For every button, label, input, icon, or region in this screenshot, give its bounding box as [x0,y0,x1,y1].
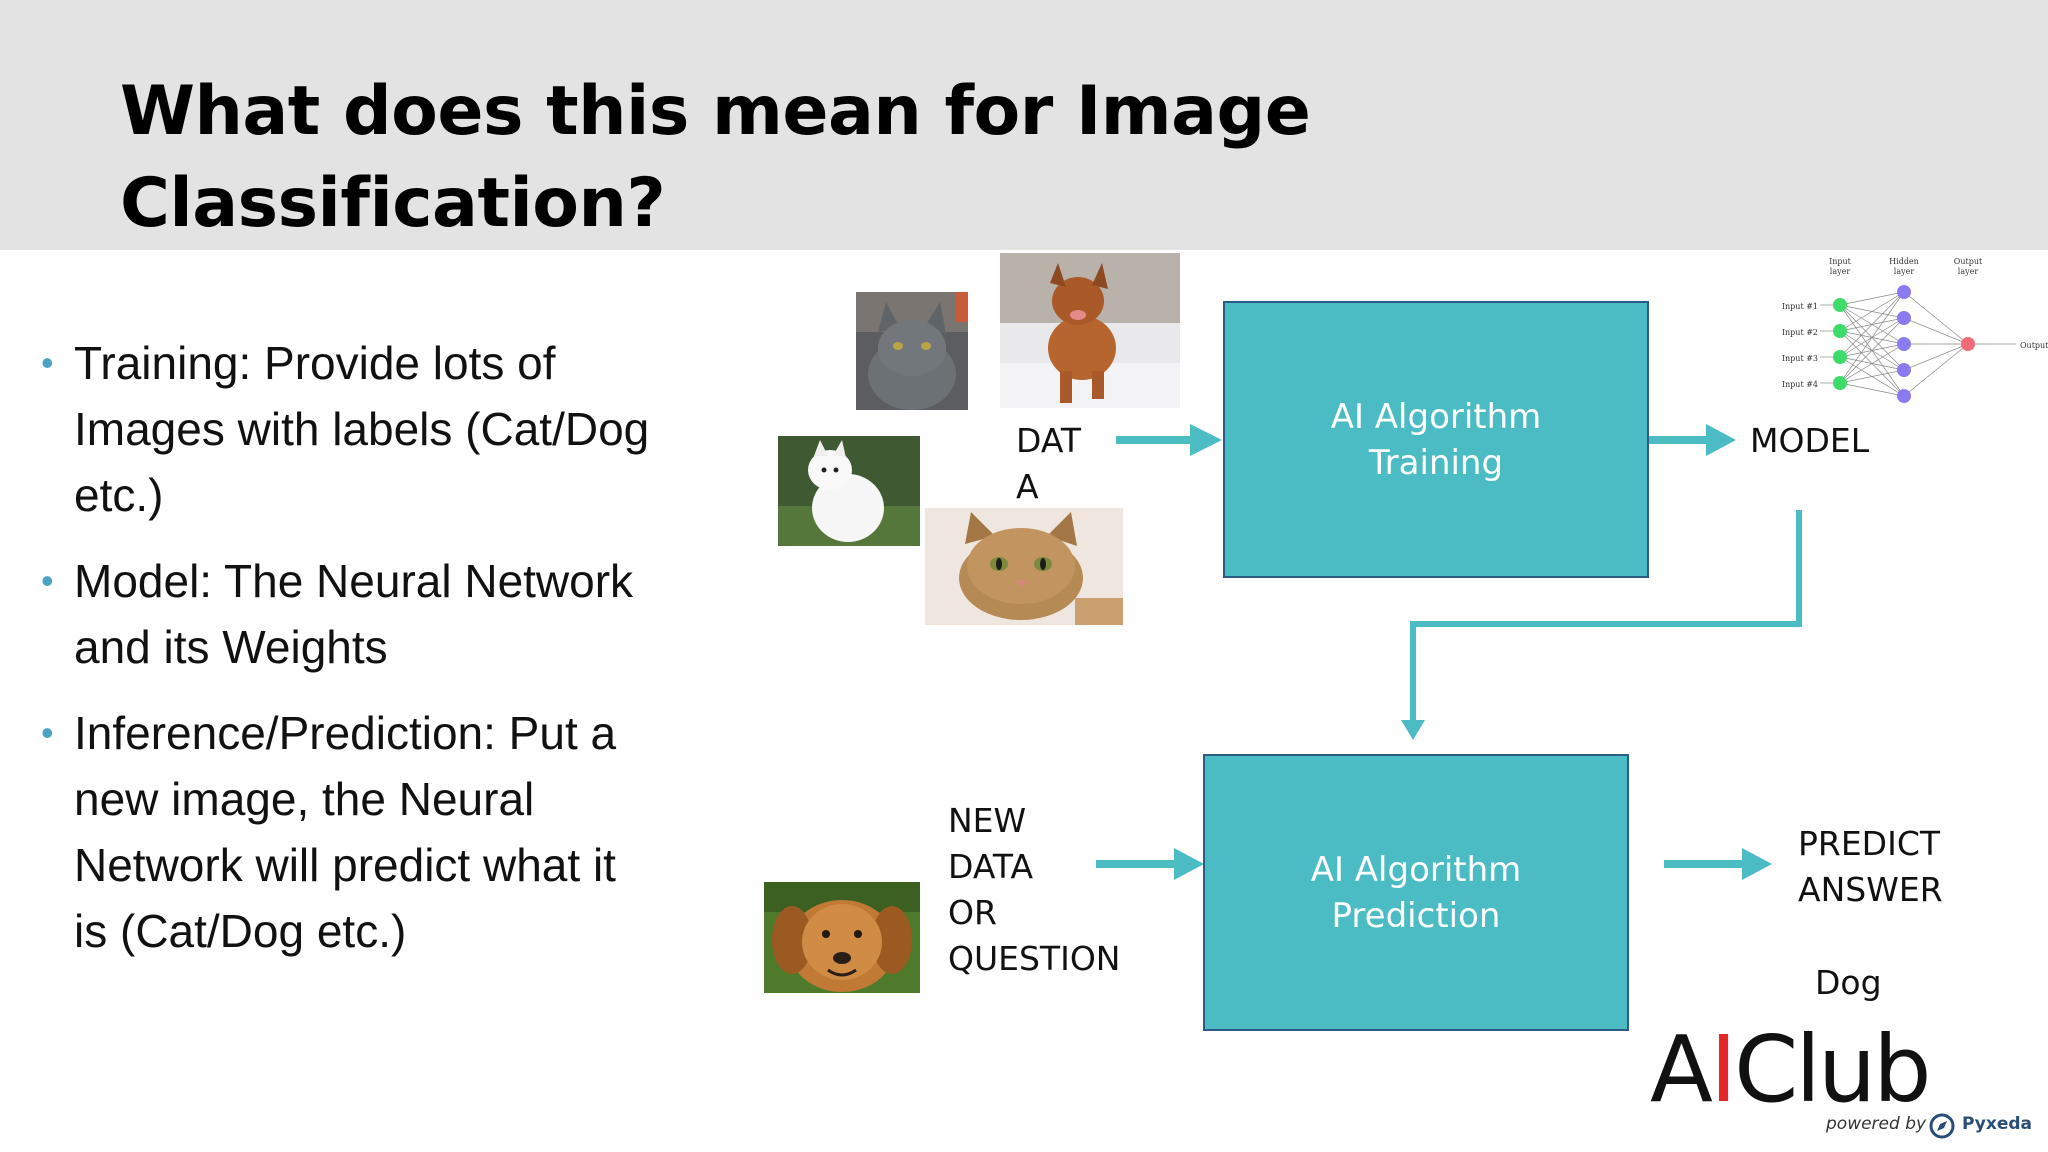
bullet-text: Inference/Prediction: Put a new image, t… [74,707,617,957]
new-data-line: OR [948,893,997,932]
bullet-model: • Model: The Neural Network and its Weigh… [36,548,656,680]
nn-input-node [1833,298,1847,312]
bullet-dot-icon: • [41,560,54,601]
bullet-dot-icon: • [41,342,54,383]
nn-hidden-node [1897,389,1911,403]
data-label-line: A [1016,467,1039,506]
new-data-label: NEW DATA OR QUESTION [948,798,1120,982]
prediction-box-line: AI Algorithm [1310,849,1522,890]
bullet-text: Training: Provide lots of Images with la… [74,337,650,521]
prediction-box-line: Prediction [1331,895,1501,936]
nn-output-node [1961,337,1975,351]
title-banner [0,0,2048,250]
nn-output-label: Output [2020,341,2048,350]
nn-layer-label: layer [1830,267,1851,276]
nn-input-label: Input #4 [1782,380,1818,389]
pyxeda-compass-icon [1929,1113,1955,1139]
predict-answer-label: PREDICT ANSWER [1798,821,1943,913]
new-dog-photo [764,882,920,993]
nn-hidden-node [1897,363,1911,377]
model-label: MODEL [1750,421,1870,460]
nn-input-label: Input #1 [1782,302,1818,311]
gray-cat-photo [856,292,968,410]
nn-input-label: Input #3 [1782,354,1818,363]
pyxeda-brand-text: Pyxeda [1962,1114,2032,1134]
aiclub-logo: AIClub [1650,1020,1932,1120]
predict-answer-line: PREDICT [1798,824,1941,863]
tabby-cat-photo [925,508,1123,625]
bullet-inference: • Inference/Prediction: Put a new image, … [36,700,656,964]
bullet-list: • Training: Provide lots of Images with l… [36,330,656,984]
nn-layer-label: Hidden [1889,257,1919,266]
new-data-line: QUESTION [948,939,1121,978]
white-dog-photo [778,436,920,546]
slide-title: What does this mean for Image Classifica… [120,72,1311,243]
bullet-text: Model: The Neural Network and its Weight… [74,555,634,673]
data-label-line: DAT [1016,421,1082,460]
predict-answer-line: ANSWER [1798,870,1943,909]
training-box-line: Training [1368,442,1504,483]
answer-label: Dog [1815,963,1882,1002]
nn-input-label: Input #2 [1782,328,1818,337]
running-dog-photo [1000,253,1180,408]
nn-hidden-node [1897,337,1911,351]
bullet-training: • Training: Provide lots of Images with l… [36,330,656,528]
nn-hidden-node [1897,285,1911,299]
nn-input-node [1833,324,1847,338]
nn-layer-label: Output [1954,257,1983,266]
nn-layer-label: Input [1829,257,1852,266]
nn-layer-label: layer [1958,267,1979,276]
logo-text: A [1650,1016,1713,1123]
new-data-line: NEW [948,801,1027,840]
training-box-line: AI Algorithm [1330,396,1542,437]
powered-by-text: powered by [1826,1114,1927,1134]
nn-input-node [1833,376,1847,390]
nn-input-node [1833,350,1847,364]
logo-text: Club [1734,1016,1932,1123]
data-label: DAT A [1016,418,1081,510]
logo-text-red: I [1709,1016,1737,1123]
nn-hidden-node [1897,311,1911,325]
new-data-line: DATA [948,847,1034,886]
bullet-dot-icon: • [41,712,54,753]
nn-layer-label: layer [1894,267,1915,276]
